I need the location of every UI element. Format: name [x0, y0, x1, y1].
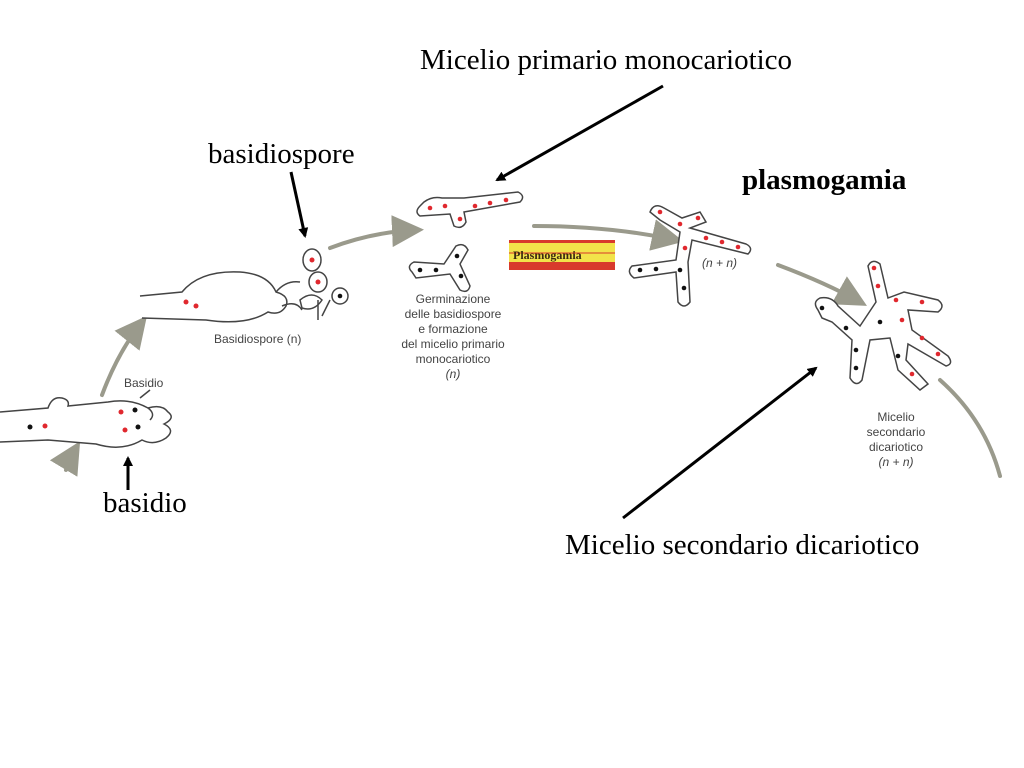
cycle-arrow-to-plasmogamy: [532, 219, 684, 251]
figure-label-micelio-secondario: Micelio secondario dicariotico (n + n): [866, 410, 926, 469]
arrow-basidiospore: [289, 171, 309, 238]
secondary-mycelium-drawing: [814, 260, 952, 391]
label-basidio: basidio: [103, 487, 187, 519]
cycle-arrow-basidio-up: [49, 441, 81, 477]
basidiospore-drawing: [139, 248, 349, 323]
label-micelio-secondario: Micelio secondario dicariotico: [565, 529, 920, 561]
basidium-drawing: [0, 389, 172, 448]
label-micelio-primario: Micelio primario monocariotico: [420, 44, 793, 76]
cycle-arrow-to-germination: [328, 215, 424, 250]
cycle-arrow-to-basidiospore: [100, 315, 147, 397]
figure-label-germinazione: Germinazione delle basidiospore e formaz…: [401, 292, 505, 381]
plasmogamia-badge: Plasmogamia: [509, 240, 615, 270]
arrow-micelio-secondario: [622, 366, 818, 520]
figure-label-basidio: Basidio: [124, 376, 164, 390]
arrow-micelio-primario: [495, 84, 664, 182]
annotation-arrows: [123, 84, 818, 520]
figure-label-basidiospore: Basidiospore (n): [214, 332, 302, 346]
primary-mycelium-drawing: [408, 191, 524, 293]
cycle-arrow-to-secondary: [776, 263, 867, 306]
label-plasmogamia: plasmogamia: [742, 164, 907, 196]
label-basidiospore: basidiospore: [208, 138, 355, 170]
figure-label-dikaryon: (n + n): [702, 256, 738, 270]
plasmogamy-mycelium-drawing: [628, 205, 752, 307]
cycle-arrows: [49, 215, 1002, 478]
cycle-arrow-outer-right: [938, 378, 1002, 478]
plasmogamia-badge-text: Plasmogamia: [513, 248, 582, 262]
